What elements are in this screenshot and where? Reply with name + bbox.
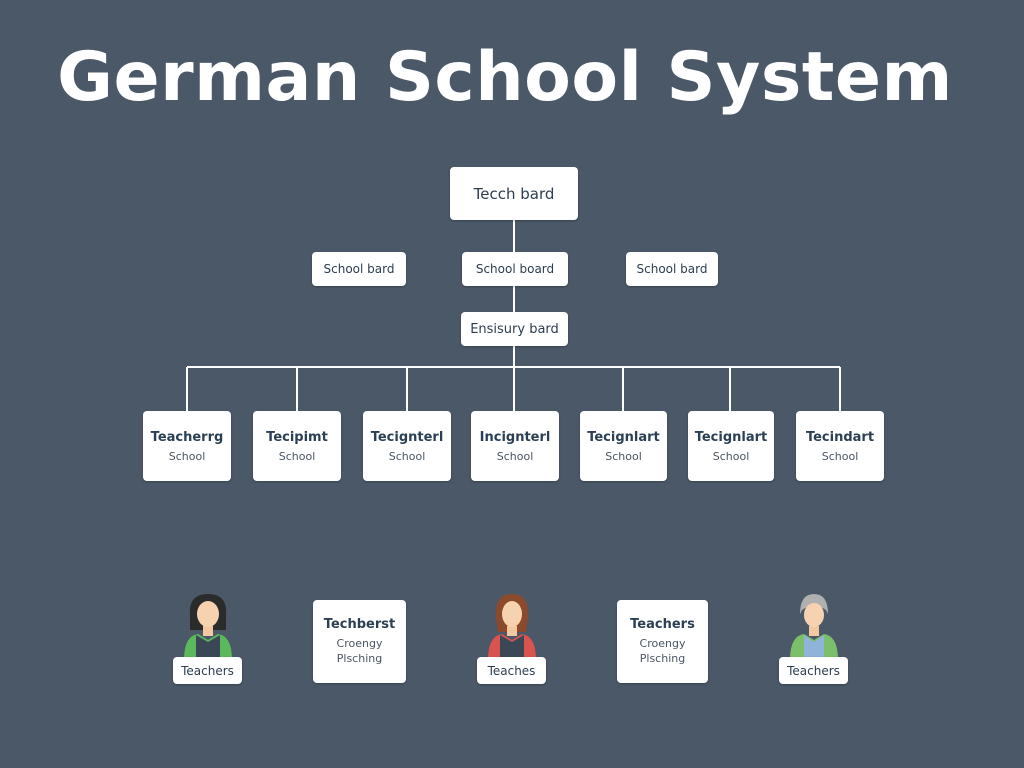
board-node-right[interactable]: School bard bbox=[626, 252, 718, 286]
school-card-title: Tecipimt bbox=[266, 429, 328, 445]
school-card-title: Teacherrg bbox=[150, 429, 224, 445]
person-1-vest bbox=[196, 635, 220, 660]
person-1-face bbox=[197, 601, 219, 627]
note-card-line: Croengy bbox=[336, 637, 383, 650]
top-node[interactable]: Tecch bard bbox=[450, 167, 578, 220]
teacher-female-icon bbox=[488, 594, 536, 660]
person-2-neck bbox=[507, 626, 517, 636]
note-card-1[interactable]: Techberst Croengy Plsching bbox=[313, 600, 406, 683]
school-card-subtitle: School bbox=[496, 449, 534, 463]
school-card-6[interactable]: Tecignlart School bbox=[688, 411, 774, 481]
note-card-line: Croengy bbox=[639, 637, 686, 650]
school-card-title: Tecignlart bbox=[587, 429, 660, 445]
school-card-subtitle: School bbox=[388, 449, 426, 463]
board-node-label: School bard bbox=[323, 262, 395, 276]
page-title: German School System bbox=[57, 38, 953, 117]
note-card-title: Teachers bbox=[630, 617, 695, 632]
person-3-label: Teachers bbox=[779, 657, 848, 684]
school-card-2[interactable]: Tecipimt School bbox=[253, 411, 341, 481]
school-card-subtitle: School bbox=[605, 449, 642, 463]
school-card-7[interactable]: Tecindart School bbox=[796, 411, 884, 481]
person-3-inner bbox=[804, 635, 824, 660]
school-card-title: Tecignlart bbox=[694, 429, 768, 445]
school-card-subtitle: School bbox=[712, 449, 750, 463]
teacher-female-icon bbox=[184, 594, 232, 660]
school-card-4[interactable]: Incignterl School bbox=[471, 411, 559, 481]
board-node-left[interactable]: School bard bbox=[312, 252, 406, 286]
middle-node-label: Ensisury bard bbox=[470, 321, 559, 337]
note-card-line: Plsching bbox=[639, 652, 686, 665]
school-card-5[interactable]: Tecignlart School bbox=[580, 411, 667, 481]
middle-node[interactable]: Ensisury bard bbox=[461, 312, 568, 346]
note-card-line: Plsching bbox=[336, 652, 383, 665]
school-card-1[interactable]: Teacherrg School bbox=[143, 411, 231, 481]
school-card-title: Tecindart bbox=[805, 429, 875, 445]
top-node-label: Tecch bard bbox=[473, 184, 555, 203]
person-2-label: Teaches bbox=[477, 657, 546, 684]
school-card-subtitle: School bbox=[168, 449, 206, 463]
school-card-subtitle: School bbox=[278, 449, 316, 463]
person-3-face bbox=[804, 603, 824, 627]
person-1-neck bbox=[203, 626, 213, 636]
school-card-subtitle: School bbox=[821, 449, 859, 463]
school-card-title: Incignterl bbox=[479, 429, 551, 445]
person-1-label: Teachers bbox=[173, 657, 242, 684]
school-card-title: Tecignterl bbox=[370, 429, 444, 445]
board-node-center[interactable]: School board bbox=[462, 252, 568, 286]
person-3-neck bbox=[809, 626, 819, 636]
person-2-vest bbox=[500, 635, 524, 660]
note-card-2[interactable]: Teachers Croengy Plsching bbox=[617, 600, 708, 683]
teacher-elderly-icon bbox=[790, 594, 838, 660]
board-node-label: School bard bbox=[636, 262, 708, 276]
note-card-title: Techberst bbox=[323, 617, 396, 632]
person-2-face bbox=[502, 601, 522, 627]
board-node-label: School board bbox=[475, 262, 555, 276]
school-card-3[interactable]: Tecignterl School bbox=[363, 411, 451, 481]
